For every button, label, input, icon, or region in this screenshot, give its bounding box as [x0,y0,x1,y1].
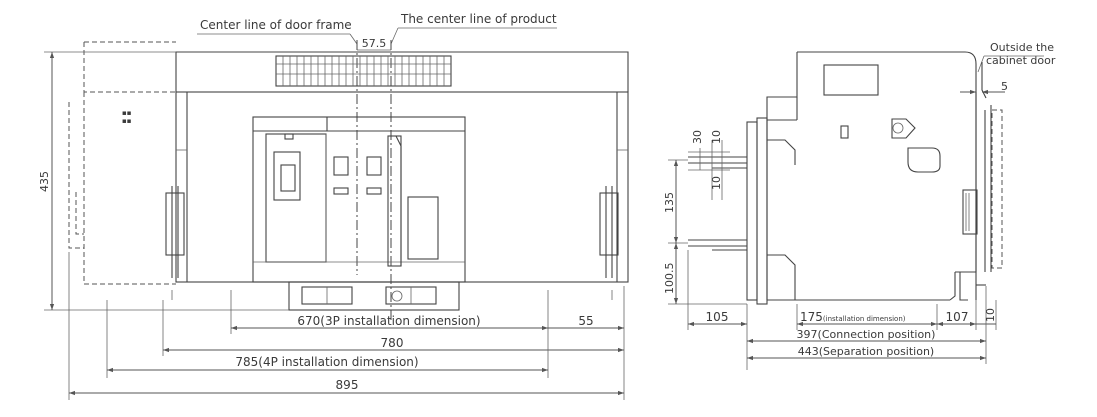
dimension-435: 435 [38,51,289,311]
dimension-175-value: 175 [800,310,823,324]
dimension-100-5: 100.5 [663,243,747,305]
door-frame-centerline-label: Center line of door frame [200,18,352,32]
svg-text:▪▪: ▪▪ [122,117,132,125]
dimension-780: 780 [162,300,624,356]
dimension-895-label: 895 [336,378,359,392]
terminal-block [275,55,452,87]
dimension-57-5-label: 57.5 [362,37,387,50]
dimension-397-label: 397(Connection position) [797,328,936,341]
dimension-55-label: 55 [578,314,593,328]
dimension-670-55: 670(3P installation dimension) 55 [230,286,625,334]
dimension-175-label: 175(installation dimension) [800,310,906,324]
dimension-10a-label: 10 [710,130,723,144]
dimension-5-label: 5 [1001,80,1008,93]
cabinet-door-label-line1: Outside the [990,41,1054,54]
front-view: Center line of door frame The center lin… [38,12,629,400]
dimension-105-175-107-10: 105 175(installation dimension) 107 10 [687,250,997,370]
side-view: Outside the cabinet door [663,41,1056,370]
left-handle [165,186,185,300]
dimension-443-label: 443(Separation position) [798,345,934,358]
dimension-5: 5 [960,80,1008,95]
dimension-397: 397(Connection position) [747,320,987,346]
dimension-670-label: 670(3P installation dimension) [297,314,480,328]
dimension-135: 135 [663,159,688,244]
product-centerline-callout: The center line of product [390,12,557,45]
dimension-105-label: 105 [706,310,729,324]
dimension-895: 895 [68,252,625,400]
cabinet-door-label-line2: cabinet door [986,54,1056,67]
side-body [766,51,978,301]
dimension-57-5: 57.5 [357,37,391,51]
dimension-780-label: 780 [381,336,404,350]
bottom-connectors [288,281,460,311]
busbars [688,117,768,305]
dimension-10b-label: 10 [710,176,723,190]
dimension-30-10: 30 10 10 [688,130,730,190]
breaker-body [252,116,466,283]
dimension-100-5-label: 100.5 [663,263,676,295]
svg-text:▪▪: ▪▪ [122,109,132,117]
dimension-175-note: (installation dimension) [823,315,906,323]
door-frame-centerline-callout: Center line of door frame [197,18,358,45]
chassis [175,91,629,283]
dimension-785-label: 785(4P installation dimension) [235,355,418,369]
product-centerline-label: The center line of product [400,12,557,26]
door-panel [949,62,1003,320]
cabinet-door-callout: Outside the cabinet door [977,41,1056,73]
dimension-10c-label: 10 [984,308,997,322]
dimension-443: 443(Separation position) [747,345,987,364]
dimension-785: 785(4P installation dimension) [106,300,549,378]
dimension-135-label: 135 [663,192,676,213]
dimension-435-label: 435 [38,171,51,192]
door-outline-dashed: ▪▪ ▪▪ [68,41,176,285]
right-handle [599,186,619,300]
dimension-107-label: 107 [946,310,969,324]
dimension-30-label: 30 [691,130,704,144]
